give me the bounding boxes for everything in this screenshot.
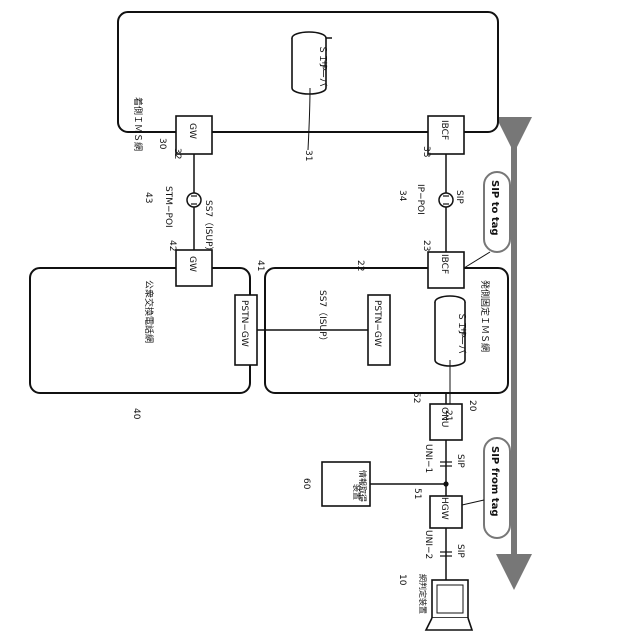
gw-pstn-label: GW <box>187 256 197 272</box>
ref-43: 43 <box>143 192 153 203</box>
sip-uni1-label: SIP <box>455 454 465 468</box>
gw-dest-label: GW <box>187 123 197 139</box>
terminal-label: 網判定装置 <box>418 574 428 614</box>
junction-dot <box>443 481 448 486</box>
sip-to-tag-pointer <box>464 252 490 268</box>
ref-30: 30 <box>157 138 167 150</box>
sip-server-orig: ＳＩＰ サーバ <box>435 296 467 366</box>
uni2-label: UNI−2 <box>423 530 433 559</box>
ref-33: 33 <box>421 146 431 157</box>
ref-23: 23 <box>421 240 431 251</box>
sip-server-dest: ＳＩＰ サーバ <box>292 32 332 94</box>
pstn-gw-orig-label: PSTN−GW <box>372 300 382 347</box>
ref-32: 32 <box>172 148 182 159</box>
sip-from-tag-label: SIP from tag <box>489 446 500 516</box>
pstn-gw-pstn-label: PSTN−GW <box>239 300 249 347</box>
ref-21: 21 <box>443 410 453 421</box>
ref-20: 20 <box>467 400 477 412</box>
stm-poi-label: STM−POI <box>163 186 173 228</box>
ref-42: 42 <box>167 240 177 251</box>
pstn-label: 公衆交換電話網 <box>143 280 155 343</box>
ref-60: 60 <box>301 478 311 490</box>
sip-from-tag-pointer <box>462 500 484 505</box>
sip-server-orig-line2: サーバ <box>456 327 467 354</box>
ref-51: 51 <box>412 488 422 499</box>
ref-31: 31 <box>303 150 313 161</box>
uni1-label: UNI−1 <box>423 444 433 473</box>
sip-poi-label: SIP <box>454 190 464 204</box>
ref-41: 41 <box>255 260 265 271</box>
ibcf-dest-label: IBCF <box>439 120 449 140</box>
ref-10: 10 <box>397 574 407 586</box>
stm-poi-symbol <box>187 193 201 207</box>
sip-server-dest-line2: サーバ <box>317 60 328 87</box>
orig-ims-label: 発側固定ＩＭＳ網 <box>479 280 491 352</box>
ss7-isup-mid-label: SS7（ISUP） <box>317 290 328 346</box>
dest-ims-label: 着側ＩＭＳ網 <box>132 97 144 151</box>
terminal-computer <box>426 580 472 630</box>
ip-poi-label: IP−POI <box>415 184 425 215</box>
info-device-line2: 装置 <box>352 484 362 500</box>
ref-52: 52 <box>411 392 421 403</box>
sip-to-tag-label: SIP to tag <box>489 180 500 236</box>
ref-40: 40 <box>131 408 141 420</box>
ip-poi-symbol <box>439 193 453 207</box>
ss7-isup-top-label: SS7（ISUP） <box>203 200 214 256</box>
sip-uni2-label: SIP <box>455 544 465 558</box>
ibcf-orig-label: IBCF <box>439 254 449 274</box>
pstn-network <box>30 268 250 393</box>
hgw-label: HGW <box>439 497 449 520</box>
ref-34: 34 <box>397 190 407 202</box>
ref-22: 22 <box>355 260 365 271</box>
diagram-rotated-group: 着側ＩＭＳ網 ＳＩＰ サーバ GW IBCF 公衆交換電話網 GW PSTN−G… <box>30 12 514 630</box>
